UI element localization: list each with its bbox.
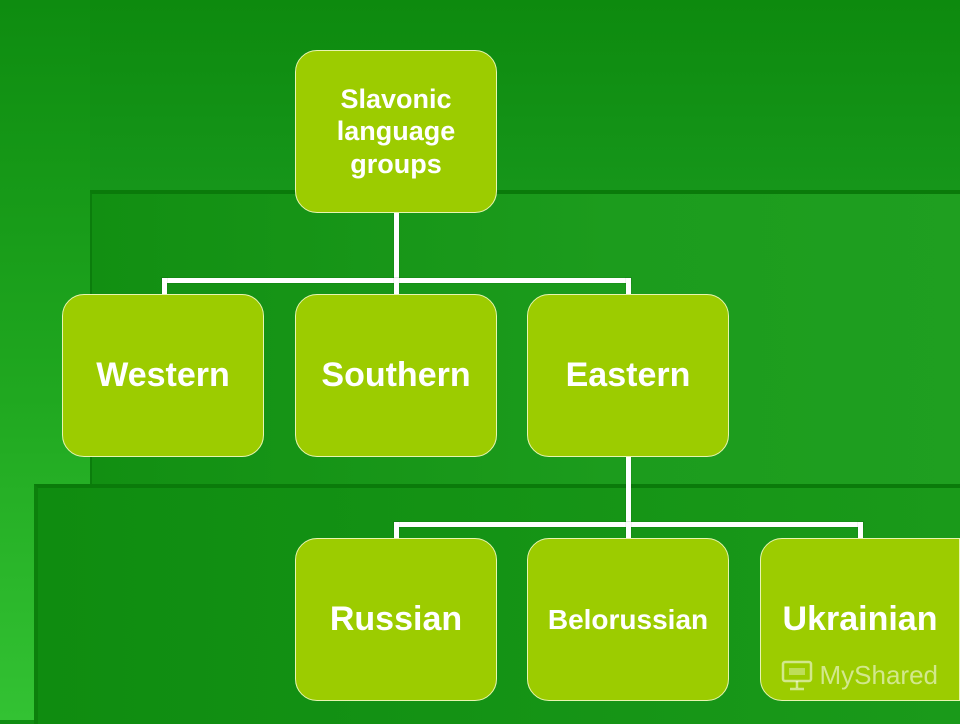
western-node: Western [62,294,264,457]
connector-southern-drop [394,278,399,294]
connector-ukrainian-drop [858,522,863,538]
southern-node-label: Southern [321,356,471,395]
eastern-node-label: Eastern [565,356,691,395]
connector-russian-drop [394,522,399,538]
russian-node: Russian [295,538,497,701]
root-node-label: Slavonic language groups [336,83,456,179]
ukrainian-node-label: Ukrainian [782,600,938,639]
belorussian-node-label: Belorussian [547,603,709,635]
watermark-text: MyShared [819,659,939,690]
connector-eastern-stem [626,456,631,526]
watermark: MyShared [780,658,939,692]
eastern-node: Eastern [527,294,729,457]
connector-root-stem [394,213,399,282]
connector-belorussian-drop [626,522,631,538]
belorussian-node: Belorussian [527,538,729,701]
western-node-label: Western [96,356,230,395]
russian-node-label: Russian [329,600,463,639]
connector-western-drop [162,278,167,294]
southern-node: Southern [295,294,497,457]
root-node: Slavonic language groups [295,50,497,213]
connector-eastern-drop [626,278,631,294]
presentation-board-icon [780,658,814,692]
